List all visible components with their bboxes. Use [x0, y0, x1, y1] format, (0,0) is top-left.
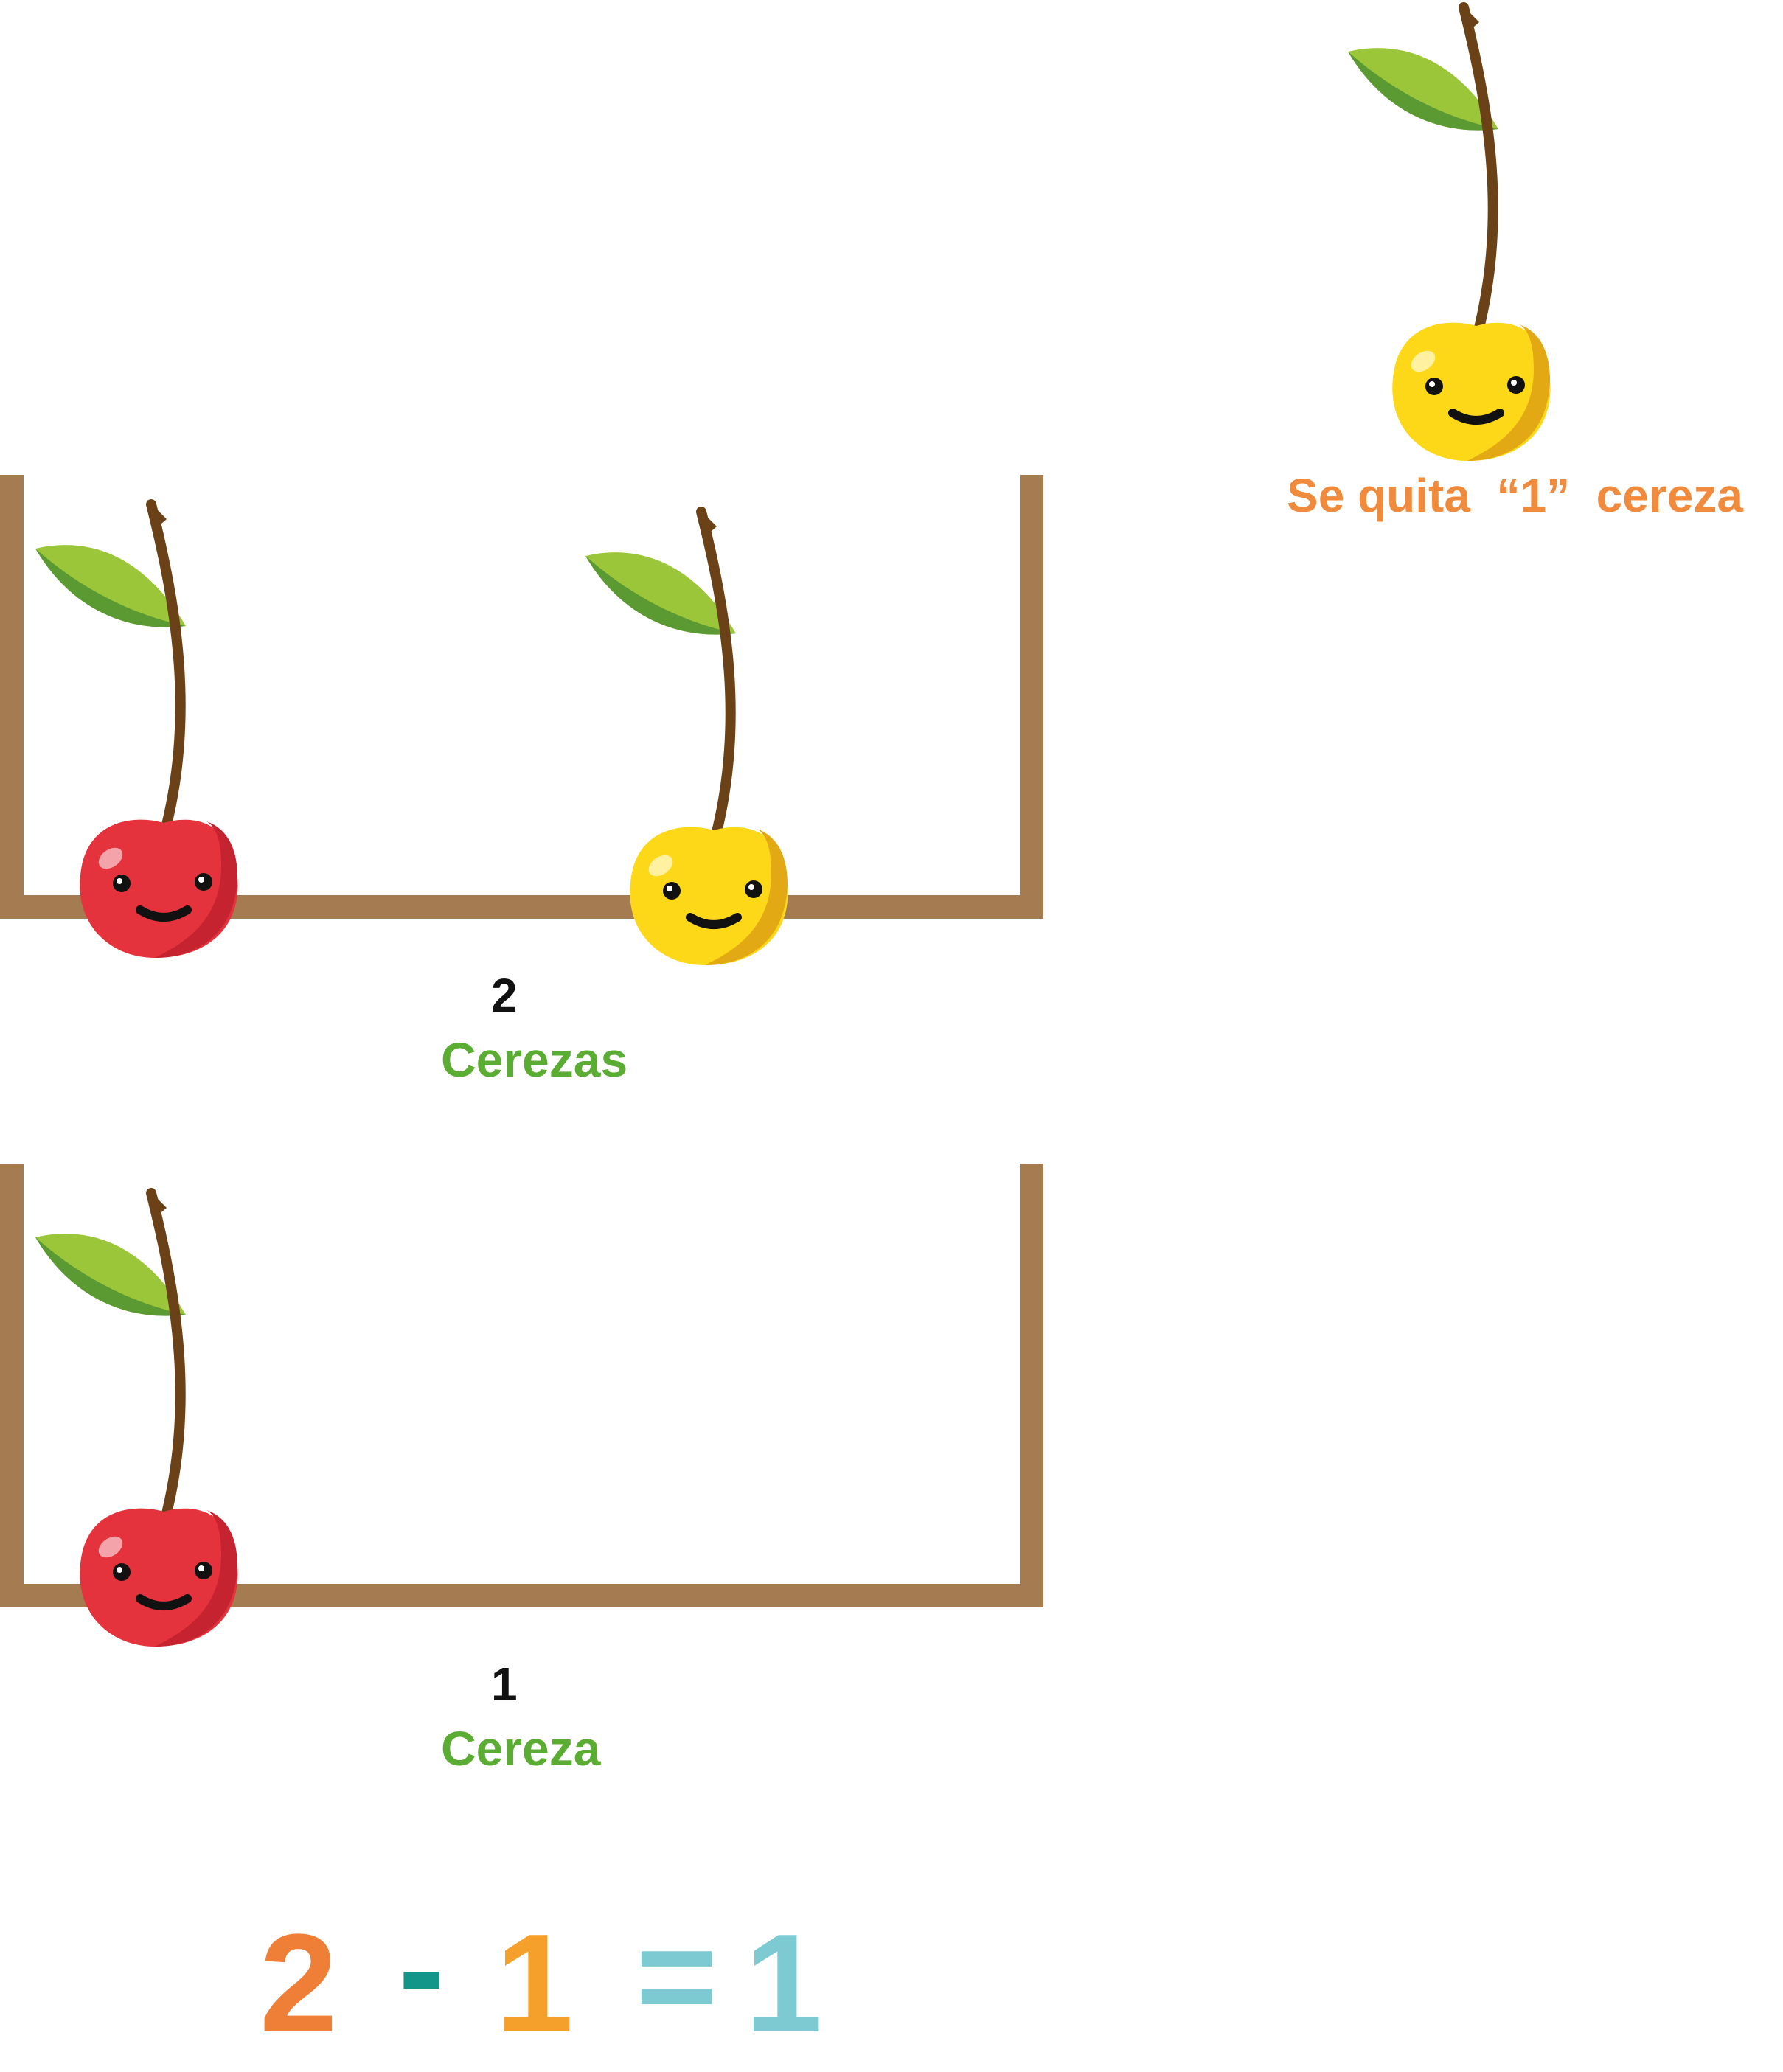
box2-word: Cereza [441, 1721, 601, 1776]
box1-red-cherry-icon [0, 497, 251, 969]
box2-red-cherry-icon [0, 1186, 251, 1658]
box1-count: 2 [491, 969, 518, 1022]
box2-count: 1 [491, 1658, 518, 1711]
equation-result: 1 [745, 1905, 823, 2062]
box1-yellow-cherry-icon [550, 504, 801, 976]
removed-caption: Se quita “1” cereza [1287, 469, 1743, 522]
equation-minuend: 2 [260, 1905, 338, 2062]
box1-word: Cerezas [441, 1032, 628, 1087]
removed-yellow-cherry-icon [1313, 0, 1563, 472]
equation-equals: = [636, 1898, 717, 2054]
equation-minus: - [398, 1891, 445, 2047]
equation-subtrahend: 1 [496, 1905, 574, 2062]
